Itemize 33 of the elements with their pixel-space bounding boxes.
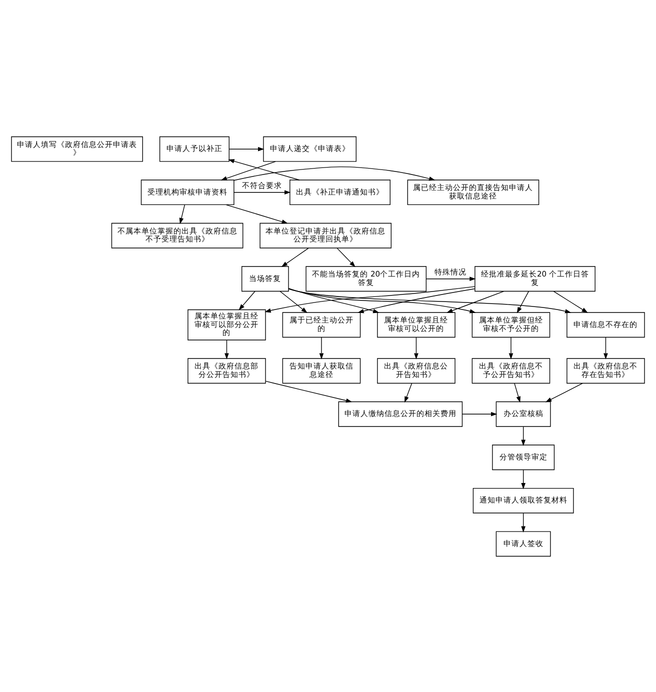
arrow [288, 288, 476, 313]
arrow [404, 382, 412, 402]
arrow [446, 290, 504, 312]
arrow [264, 286, 476, 312]
arrow [521, 512, 526, 532]
arrow [220, 160, 276, 180]
arrow [545, 382, 583, 402]
arrow [336, 247, 356, 267]
arrow [521, 469, 526, 489]
arrow [288, 288, 572, 313]
arrow [281, 247, 309, 266]
arrow [553, 290, 588, 312]
arrow [234, 190, 291, 194]
arrow [426, 276, 476, 281]
arrow [508, 336, 514, 359]
arrow [280, 290, 308, 313]
arrow [265, 380, 352, 402]
arrow [226, 204, 288, 224]
arrow [516, 290, 530, 313]
arrow [179, 204, 185, 224]
arrow [604, 336, 608, 359]
arrow [288, 287, 380, 313]
arrow [521, 426, 526, 446]
arrow [514, 382, 520, 402]
arrow [228, 158, 300, 180]
arrow [234, 166, 436, 180]
arrow [358, 288, 476, 313]
arrow [462, 411, 498, 416]
arrow [414, 336, 418, 359]
arrow [319, 336, 324, 359]
arrow [228, 146, 264, 151]
arrow [238, 290, 256, 310]
arrow [224, 339, 229, 359]
